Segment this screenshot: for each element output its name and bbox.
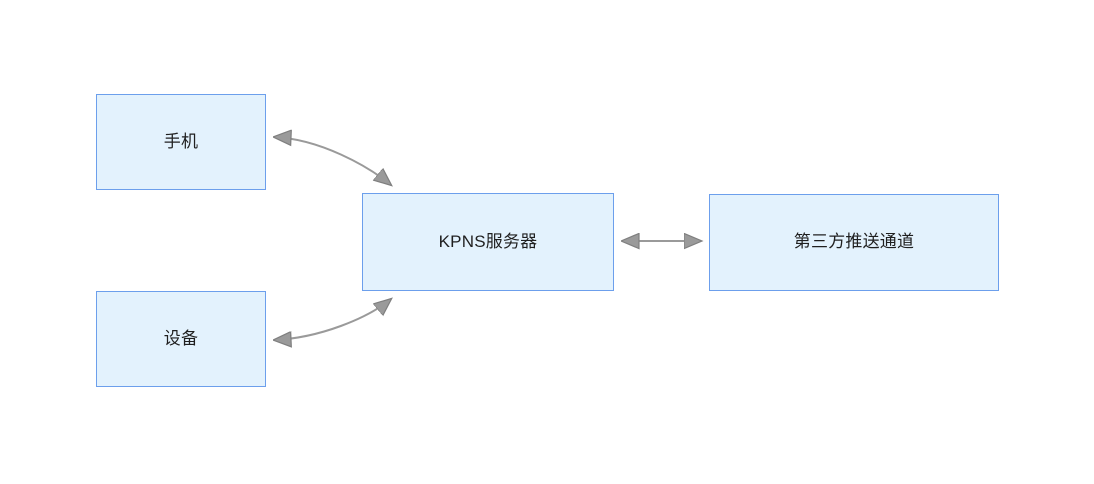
node-phone[interactable]: 手机 (96, 94, 266, 190)
edge-phone-kpns (274, 137, 391, 185)
node-third-party-push-channel[interactable]: 第三方推送通道 (709, 194, 999, 291)
node-device[interactable]: 设备 (96, 291, 266, 387)
node-kpns-server[interactable]: KPNS服务器 (362, 193, 614, 291)
node-device-label: 设备 (163, 328, 199, 348)
node-phone-label: 手机 (163, 131, 199, 151)
node-kpns-server-label: KPNS服务器 (438, 231, 538, 251)
node-third-party-push-channel-label: 第三方推送通道 (793, 232, 915, 252)
edge-device-kpns (274, 299, 391, 340)
